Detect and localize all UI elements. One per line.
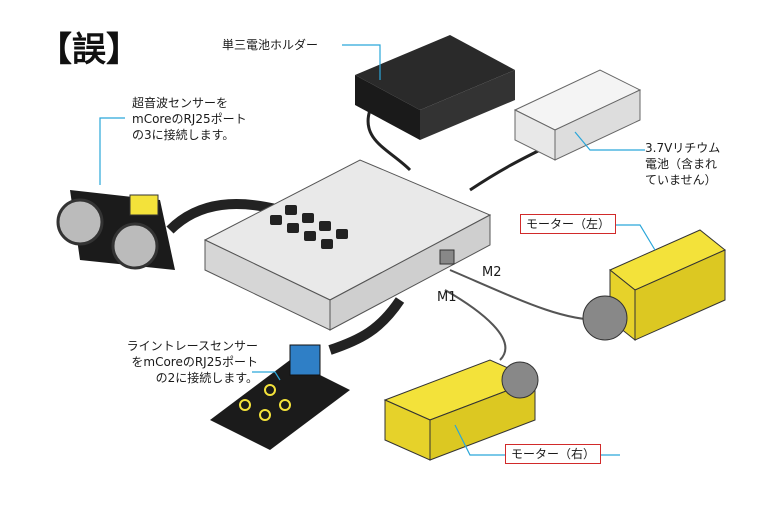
- ultrasonic-label: 超音波センサーを mCoreのRJ25ポート の3に接続します。: [132, 95, 247, 143]
- port-m1-label: M1: [437, 290, 457, 305]
- motor-right-label: モーター（右）: [505, 444, 602, 464]
- battery-cable: [366, 109, 412, 172]
- line-sensor-label-line-2: をmCoreのRJ25ポート: [131, 355, 258, 369]
- port-m2-label: M2: [482, 265, 502, 280]
- lithium-label-line-3: ていません）: [645, 173, 717, 187]
- ultrasonic-label-line-1: 超音波センサーを: [132, 96, 229, 110]
- lithium-label-line-2: 電池（含まれ: [645, 157, 718, 171]
- line-sensor-cable: [328, 297, 405, 355]
- line-sensor-label-line-3: の2に接続します。: [155, 371, 258, 385]
- line-sensor-label: ライントレースセンサー をmCoreのRJ25ポート の2に接続します。: [58, 338, 258, 386]
- motor-left-label: モーター（左）: [520, 214, 617, 234]
- lithium-cable: [469, 148, 541, 192]
- mcore-board-shape: [203, 159, 492, 331]
- ultrasonic-label-line-2: mCoreのRJ25ポート: [132, 112, 247, 126]
- motor-left-shape: [582, 229, 726, 342]
- motor-right-shape: [383, 359, 539, 461]
- lithium-label-line-1: 3.7Vリチウム: [645, 141, 721, 155]
- ultrasonic-cable: [166, 199, 282, 234]
- battery-holder-shape: [355, 35, 515, 140]
- lithium-battery-shape: [513, 69, 642, 161]
- lithium-label: 3.7Vリチウム 電池（含まれ ていません）: [645, 140, 720, 188]
- m2-cable: [449, 269, 601, 321]
- ultrasonic-sensor-shape: [56, 190, 175, 270]
- title: 【誤】: [38, 30, 140, 70]
- line-sensor-label-line-1: ライントレースセンサー: [126, 339, 258, 353]
- line-sensor-shape: [210, 344, 350, 450]
- battery-holder-label: 単三電池ホルダー: [222, 38, 319, 52]
- ultrasonic-label-line-3: の3に接続します。: [132, 128, 235, 142]
- m1-cable: [444, 289, 507, 361]
